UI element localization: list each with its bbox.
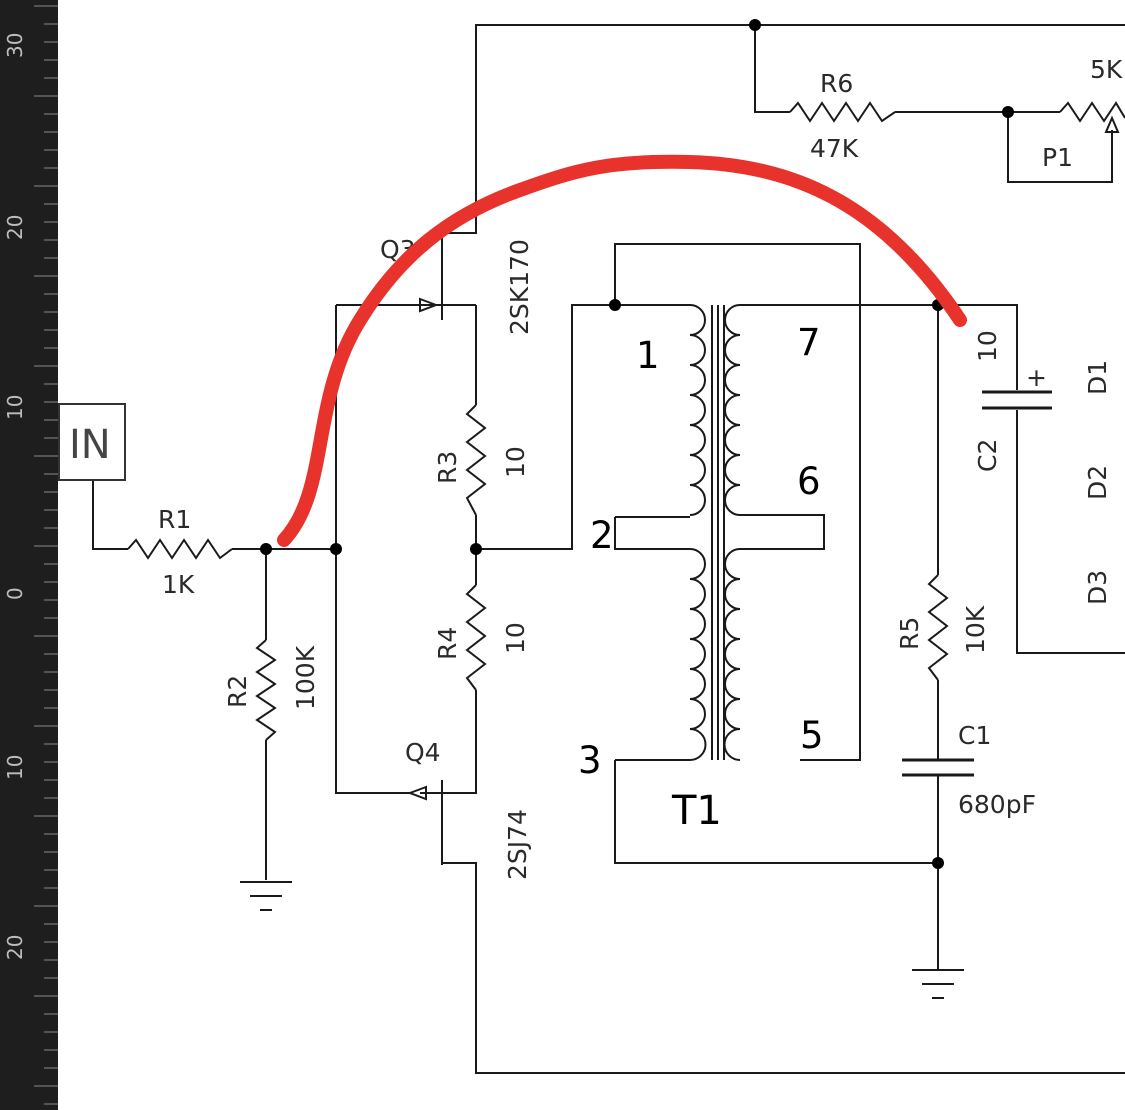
d3-ref: D3 xyxy=(1083,570,1112,605)
wires xyxy=(92,24,1125,1074)
resistor-r4[interactable]: R4 10 xyxy=(433,584,530,691)
resistor-r1[interactable]: R1 1K xyxy=(127,505,233,599)
schematic-canvas[interactable]: IN R1 1K R2 100K Q3 2SK170 xyxy=(58,0,1125,1110)
ruler-label: 10 xyxy=(3,755,27,780)
r4-value: 10 xyxy=(501,622,530,654)
c1-ref: C1 xyxy=(958,721,991,750)
t1-ref: T1 xyxy=(671,788,722,834)
r6-value: 47K xyxy=(810,134,859,163)
r3-ref: R3 xyxy=(433,451,462,484)
potentiometer-p1[interactable]: P1 5K xyxy=(1042,55,1125,172)
vertical-ruler[interactable]: 30 20 10 0 10 20 xyxy=(0,0,58,1110)
t1-pin-label: 5 xyxy=(800,714,824,757)
r1-ref: R1 xyxy=(158,505,191,534)
ruler-label: 0 xyxy=(3,587,27,600)
q4-ref: Q4 xyxy=(405,738,441,767)
resistor-r2[interactable]: R2 100K xyxy=(223,639,320,741)
c2-ref: C2 xyxy=(973,439,1002,472)
t1-pin-label: 1 xyxy=(636,334,660,377)
ground-symbol xyxy=(912,969,964,999)
ruler-label: 30 xyxy=(3,33,27,58)
t1-pin-label: 3 xyxy=(578,739,602,782)
t1-pin-label: 7 xyxy=(797,321,821,364)
resistor-r3[interactable]: R3 10 xyxy=(433,404,530,516)
r1-value: 1K xyxy=(162,570,195,599)
ruler-label: 20 xyxy=(3,935,27,960)
junctions xyxy=(260,19,1014,869)
transistor-q3[interactable]: Q3 2SK170 xyxy=(380,235,534,335)
r3-value: 10 xyxy=(501,446,530,478)
d1-ref: D1 xyxy=(1083,360,1112,395)
c2-polarity: + xyxy=(1026,363,1047,392)
resistor-r5[interactable]: R5 10K xyxy=(895,574,990,681)
transistor-q4[interactable]: Q4 2SJ74 xyxy=(405,738,532,880)
r5-ref: R5 xyxy=(895,617,924,650)
ruler-label: 10 xyxy=(3,395,27,420)
r2-value: 100K xyxy=(291,645,320,710)
input-port[interactable]: IN xyxy=(58,403,126,481)
transformer-t1[interactable]: 1 2 3 5 6 7 T1 xyxy=(578,304,824,834)
q4-part: 2SJ74 xyxy=(503,809,532,880)
r6-ref: R6 xyxy=(820,69,853,98)
capacitor-c2[interactable]: + C2 10 xyxy=(973,330,1052,472)
ruler-label: 20 xyxy=(3,215,27,240)
p1-value: 5K xyxy=(1090,55,1123,84)
c1-value: 680pF xyxy=(958,790,1036,819)
r5-value: 10K xyxy=(961,605,990,654)
input-port-label: IN xyxy=(69,422,111,468)
resistor-r6[interactable]: R6 47K xyxy=(789,69,896,163)
t1-pin-label: 6 xyxy=(797,460,821,503)
ground-symbol xyxy=(240,881,292,911)
c2-value: 10 xyxy=(973,330,1002,362)
d2-ref: D2 xyxy=(1083,465,1112,500)
annotation-stroke xyxy=(277,154,967,547)
p1-ref: P1 xyxy=(1042,143,1073,172)
capacitor-c1[interactable]: C1 680pF xyxy=(902,721,1036,819)
r2-ref: R2 xyxy=(223,675,252,708)
t1-pin-label: 2 xyxy=(590,514,614,557)
r4-ref: R4 xyxy=(433,627,462,660)
q3-part: 2SK170 xyxy=(505,239,534,335)
